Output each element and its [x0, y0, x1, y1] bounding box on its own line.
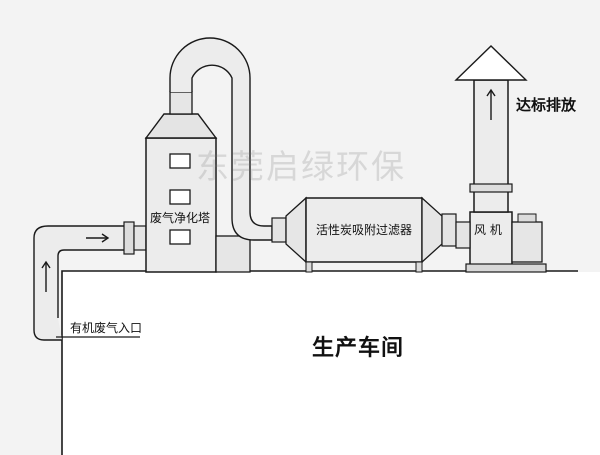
carbon-filter-label: 活性炭吸附过滤器 — [316, 223, 413, 237]
fan-label: 风 机 — [474, 223, 502, 237]
watermark: 东莞启绿环保 — [196, 147, 406, 186]
fan-base — [465, 263, 547, 273]
arrow-up-inlet — [41, 260, 51, 292]
fan-motor — [511, 221, 543, 263]
outlet-big-arrow — [454, 45, 528, 81]
outlet-label: 达标排放 — [516, 96, 577, 114]
carbon-filter-flange-right — [441, 213, 457, 247]
inlet-transition — [133, 225, 147, 251]
carbon-filter-flange-left — [271, 217, 287, 243]
tower-window-1 — [169, 153, 191, 169]
fan-motor-cap — [517, 213, 537, 223]
spray-tower-label: 废气净化塔 — [150, 211, 211, 225]
spray-tower-base — [215, 235, 251, 273]
carbon-filter-leg-right — [415, 261, 423, 273]
inlet-duct — [33, 225, 129, 341]
spray-tower-neck — [169, 91, 193, 115]
inlet-flange — [123, 221, 135, 255]
gooseneck-duct — [169, 37, 273, 241]
workshop-label: 生产车间 — [312, 336, 405, 361]
arrow-up-stack — [486, 88, 496, 120]
carbon-filter-cone-left — [285, 196, 307, 264]
fan-body — [469, 211, 513, 267]
fan-inlet — [455, 221, 471, 249]
tower-window-2 — [169, 189, 191, 205]
carbon-filter-leg-left — [305, 261, 313, 273]
workshop-floor-fill — [63, 272, 600, 455]
tower-window-3 — [169, 229, 191, 245]
arrow-right-duct — [86, 233, 110, 243]
spray-tower-cone — [144, 113, 218, 139]
inlet-label: 有机废气入口 — [70, 321, 143, 335]
exhaust-stack-joint — [469, 183, 513, 193]
carbon-filter-cone-right — [421, 196, 443, 264]
